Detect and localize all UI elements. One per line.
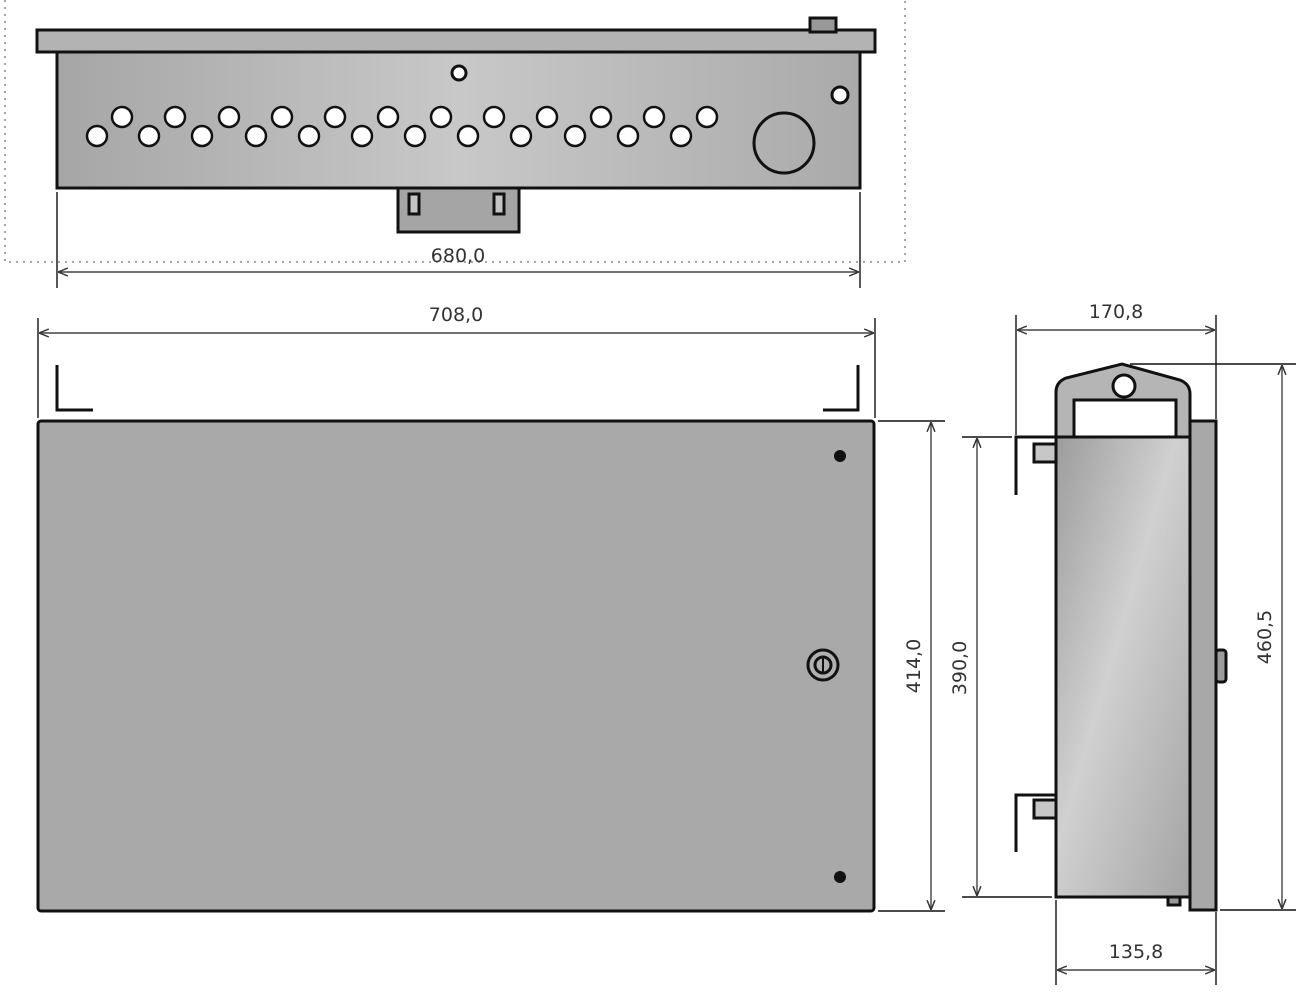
gland-hole — [323, 105, 347, 129]
bracket-window — [1072, 398, 1178, 442]
dimension-label: 460,5 — [1254, 610, 1276, 664]
gland-hole — [376, 105, 400, 129]
gland-hole — [429, 105, 453, 129]
door-lock-core — [813, 655, 833, 675]
dimension-label: 414,0 — [903, 639, 925, 693]
front-door — [36, 419, 876, 913]
door-screw — [834, 450, 846, 462]
gland-hole — [137, 124, 161, 148]
gland-hole — [482, 105, 506, 129]
mount-bolt — [1032, 798, 1058, 820]
cable-gland-holes — [85, 105, 719, 148]
gland-hole — [509, 124, 533, 148]
mounting-lug — [55, 365, 93, 412]
gland-hole — [589, 105, 613, 129]
lid-latch — [808, 16, 838, 34]
wall-mount — [1014, 793, 1056, 852]
gland-hole — [217, 105, 241, 129]
side-view: 170,8 135,8 390,0 460,5 — [949, 301, 1296, 985]
large-opening — [752, 111, 816, 175]
dimension-label: 708,0 — [429, 304, 483, 326]
gland-hole — [244, 124, 268, 148]
door-screw — [834, 871, 846, 883]
gland-hole — [456, 124, 480, 148]
bracket-slot — [492, 192, 506, 216]
gland-hole — [110, 105, 134, 129]
gland-hole — [85, 124, 109, 148]
gland-hole — [163, 105, 187, 129]
gland-hole — [642, 105, 666, 129]
gland-hole — [403, 124, 427, 148]
front-view: 708,0 414,0 — [36, 304, 945, 913]
small-hole — [830, 85, 850, 105]
gland-hole — [270, 105, 294, 129]
gland-hole — [535, 105, 559, 129]
side-body — [1054, 435, 1192, 899]
gland-hole — [563, 124, 587, 148]
gland-hole — [669, 124, 693, 148]
gland-hole — [350, 124, 374, 148]
mount-bolt — [1032, 442, 1058, 464]
gland-hole — [190, 124, 214, 148]
gland-hole — [297, 124, 321, 148]
mounting-lug — [823, 365, 860, 412]
side-door-panel — [1188, 419, 1218, 912]
bracket-slot — [407, 192, 421, 216]
bracket-hole — [1111, 373, 1137, 399]
dimension-label: 680,0 — [431, 245, 485, 267]
dimension-label: 170,8 — [1089, 301, 1143, 323]
top-view: 680,0 — [4, 0, 906, 288]
gland-hole — [616, 124, 640, 148]
dimension-label: 390,0 — [949, 641, 971, 695]
gland-hole — [695, 105, 719, 129]
top-view-lid — [35, 28, 877, 54]
wall-mount — [1014, 435, 1056, 495]
small-hole — [450, 64, 468, 82]
dimension-label: 135,8 — [1109, 941, 1163, 963]
side-lock — [1214, 648, 1228, 684]
